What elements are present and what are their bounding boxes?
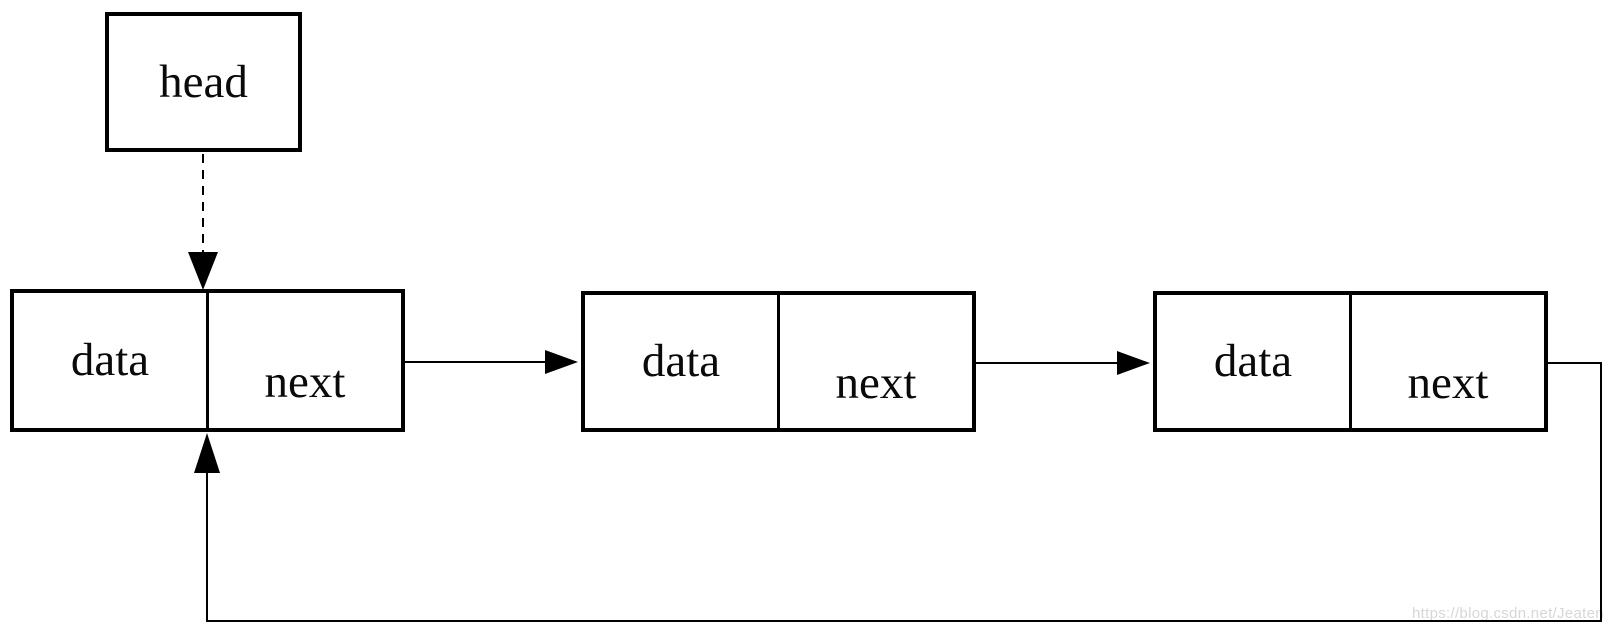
node-2: data next xyxy=(581,291,976,432)
head-pointer-dashed-line xyxy=(202,154,204,252)
next-pointer-arrowhead-2-icon xyxy=(1117,351,1150,375)
node-2-data-cell: data xyxy=(585,295,780,428)
head-label: head xyxy=(159,55,248,108)
node-3-next-label: next xyxy=(1407,357,1489,409)
next-pointer-line-1 xyxy=(403,361,548,363)
head-pointer-arrowhead-icon xyxy=(188,252,218,290)
next-pointer-line-2 xyxy=(976,362,1121,364)
node-3-next-cell: next xyxy=(1352,295,1544,428)
node-1-data-label: data xyxy=(70,334,150,386)
circular-link-line-left xyxy=(206,470,208,622)
circular-link-line-bottom xyxy=(206,620,1602,622)
circular-link-arrowhead-icon xyxy=(194,433,220,473)
node-1-next-cell: next xyxy=(209,293,401,428)
node-1-data-cell: data xyxy=(14,293,209,428)
next-pointer-arrowhead-1-icon xyxy=(545,350,578,374)
circular-link-line-right xyxy=(1600,362,1602,622)
node-1-next-label: next xyxy=(264,356,346,408)
head-box: head xyxy=(105,12,302,152)
node-3: data next xyxy=(1153,291,1548,432)
circular-link-line-exit xyxy=(1546,362,1602,364)
node-2-data-label: data xyxy=(641,335,721,387)
watermark: https://blog.csdn.net/Jeaten xyxy=(1412,605,1604,622)
node-1: data next xyxy=(10,289,405,432)
node-3-data-cell: data xyxy=(1157,295,1352,428)
node-2-next-label: next xyxy=(835,357,917,409)
node-3-data-label: data xyxy=(1213,335,1293,387)
node-2-next-cell: next xyxy=(780,295,972,428)
